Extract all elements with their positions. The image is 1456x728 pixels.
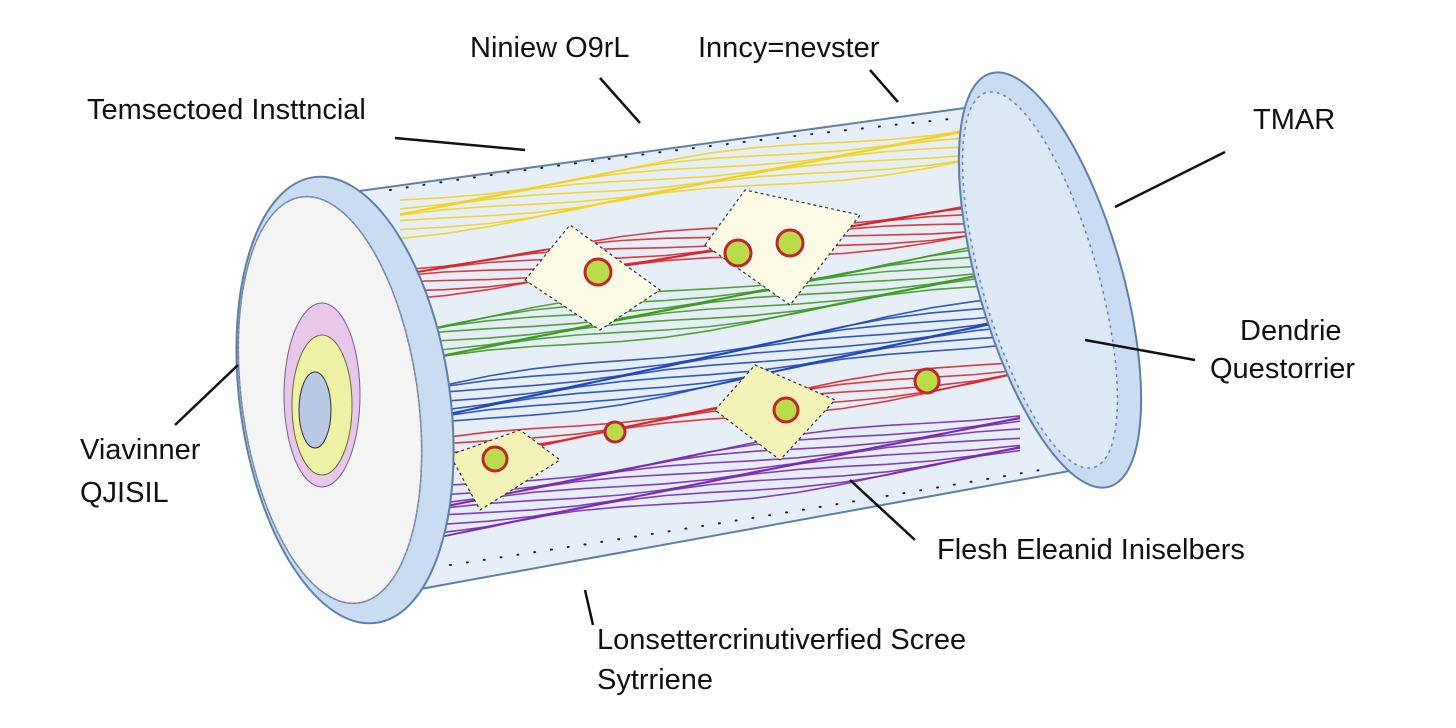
label-left-line1: Viavinner	[80, 434, 201, 466]
fiber-strand	[399, 325, 1021, 426]
node	[723, 238, 753, 268]
leader-line-top-center-a	[599, 77, 641, 124]
label-bottom-line2: Sytrriene	[597, 664, 714, 696]
fiber-strand	[399, 449, 1021, 547]
fiber-strand	[399, 274, 1021, 366]
stitch-bottom	[449, 469, 1041, 566]
fiber-strand	[399, 262, 1021, 338]
fiber-strand	[399, 296, 1021, 397]
left-end-cap	[235, 175, 455, 625]
node	[913, 367, 941, 395]
label-top-center-b: Inncy=nevster	[698, 32, 880, 64]
label-left-line2: QJISIL	[80, 477, 169, 509]
right-end-cap	[957, 71, 1143, 489]
diamond-inset-4	[449, 429, 562, 511]
node	[603, 420, 627, 444]
label-right-middle-line2: Questorrier	[1210, 353, 1356, 385]
node	[772, 396, 800, 424]
fiber-strand	[399, 428, 1021, 517]
fiber-strand	[399, 225, 1021, 283]
label-top-center-a: Niniew O9rL	[470, 32, 630, 64]
fiber-strand	[399, 225, 1021, 301]
leader-lines	[174, 69, 1226, 626]
node-group	[481, 228, 941, 473]
fiber-strand	[399, 119, 1021, 201]
node	[775, 228, 805, 258]
label-top-right: TMAR	[1253, 104, 1336, 136]
core-inner	[298, 371, 332, 449]
leader-line-right-bottom	[849, 479, 916, 541]
fiber-strand	[399, 149, 1021, 231]
fiber-strand	[399, 244, 1021, 337]
fiber-strand	[399, 148, 1021, 222]
fiber-strand	[399, 266, 1021, 344]
label-top-left: Temsectoed Insttncial	[87, 94, 366, 126]
node	[583, 257, 613, 287]
fiber-strand	[399, 316, 1021, 406]
leader-line-bottom	[583, 589, 595, 626]
fiber-strand	[399, 447, 1021, 528]
fiber-strand	[399, 226, 1021, 292]
fiber-strand	[399, 148, 1021, 240]
label-right-middle-line1: Dendrie	[1240, 315, 1342, 347]
leader-line-top-center-b	[869, 69, 899, 103]
node	[481, 445, 509, 473]
fiber-strand	[399, 283, 1021, 365]
leader-line-left	[174, 364, 239, 426]
leader-line-right-middle	[1084, 338, 1196, 362]
label-right-bottom: Flesh Eleanid Iniselbers	[937, 534, 1245, 566]
leader-line-top-left	[394, 136, 526, 152]
fiber-strand	[399, 125, 1021, 216]
leader-line-top-right	[1114, 150, 1226, 209]
label-bottom-line1: Lonsettercrinutiverfied Scree	[597, 624, 967, 656]
fiber-strand	[399, 342, 1021, 428]
